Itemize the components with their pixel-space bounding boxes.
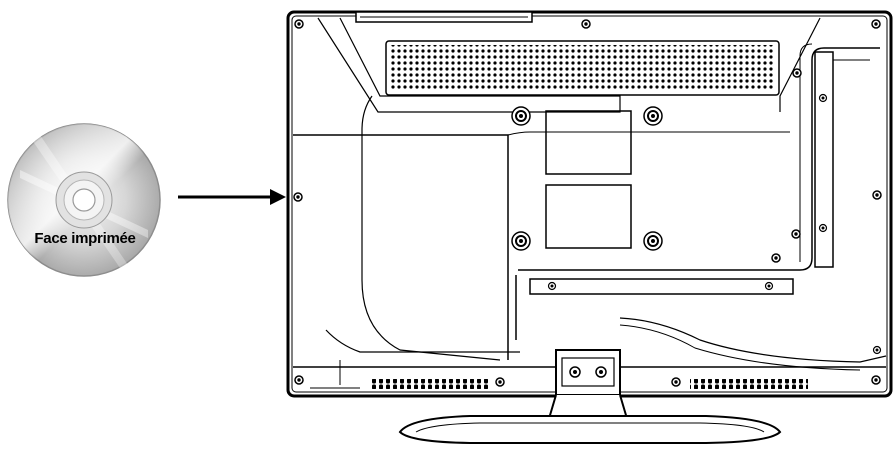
screws bbox=[293, 19, 882, 387]
vesa-mount-holes bbox=[511, 106, 663, 251]
bottom-vents bbox=[370, 379, 808, 389]
disc-printed-side-label: Face imprimée bbox=[34, 230, 136, 247]
arrow-right-icon bbox=[178, 189, 286, 205]
tv-back-panel bbox=[286, 10, 893, 398]
tv-stand bbox=[398, 349, 782, 444]
cd-disc-icon bbox=[7, 123, 161, 277]
